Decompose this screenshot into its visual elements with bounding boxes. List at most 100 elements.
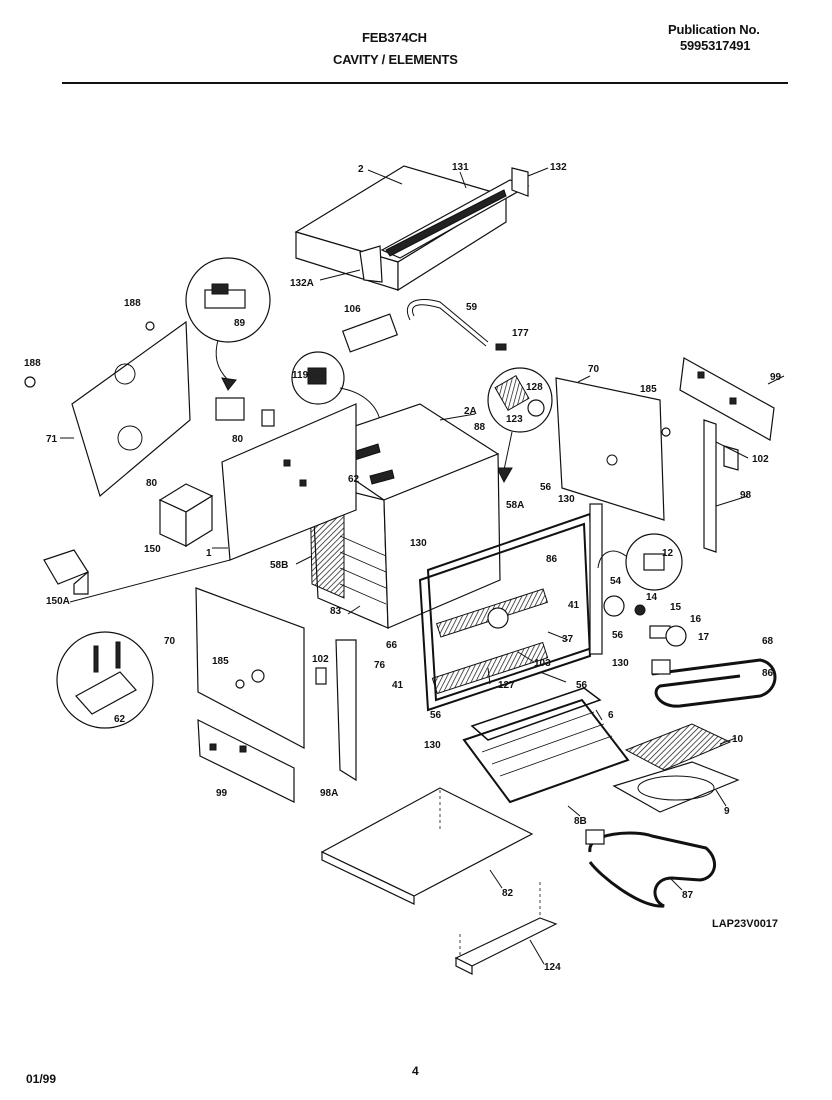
oven-bottom-panel (320, 787, 534, 905)
callout-119: 119 (292, 370, 309, 381)
footer-date: 01/99 (26, 1072, 57, 1086)
bake-element (585, 829, 716, 908)
callout-41-left: 41 (392, 680, 404, 691)
callout-56-upper: 56 (540, 482, 552, 493)
callout-98: 98 (740, 490, 752, 501)
rear-panel-part (24, 320, 191, 498)
callout-labels: 2 131 132 132A 188 188 89 106 59 177 119… (24, 162, 782, 973)
callout-17: 17 (698, 632, 710, 643)
callout-98A: 98A (320, 788, 338, 799)
callout-56-lower: 56 (430, 710, 442, 721)
callout-106: 106 (344, 304, 361, 315)
top-cover-part (294, 165, 530, 292)
callout-62-detail: 62 (114, 714, 126, 725)
knob-parts (603, 595, 687, 647)
callout-99-upper: 99 (770, 372, 782, 383)
left-lower-panel (195, 587, 357, 782)
callout-82: 82 (502, 888, 514, 899)
callout-62-center: 62 (348, 474, 360, 485)
callout-80-upper: 80 (232, 434, 244, 445)
broil-element (651, 658, 777, 708)
callout-99-lower: 99 (216, 788, 228, 799)
header-rule (62, 82, 788, 84)
callout-56-right: 56 (612, 630, 624, 641)
callout-2A: 2A (464, 406, 477, 417)
callout-132: 132 (550, 162, 567, 173)
detail-circle-89 (185, 257, 271, 421)
storage-drawer-124 (454, 882, 558, 975)
callout-8B: 8B (574, 816, 587, 827)
callout-124: 124 (544, 962, 561, 973)
callout-2: 2 (358, 164, 364, 175)
bracket-150A (43, 549, 89, 595)
callout-128: 128 (526, 382, 543, 393)
callout-59: 59 (466, 302, 478, 313)
callout-188-upper: 188 (124, 298, 141, 309)
callout-1: 1 (206, 548, 212, 559)
callout-130-right: 130 (612, 658, 629, 669)
callout-6: 6 (608, 710, 614, 721)
callout-185-left: 185 (212, 656, 229, 667)
callout-76: 76 (374, 660, 386, 671)
detail-circle-128 (487, 367, 553, 484)
oven-rack (462, 687, 630, 804)
oven-door-gasket (418, 503, 603, 712)
callout-86-center: 86 (546, 554, 558, 565)
model-number: FEB374CH (362, 30, 427, 45)
callout-132A: 132A (290, 278, 314, 289)
callout-41-right: 41 (568, 600, 580, 611)
callout-89: 89 (234, 318, 246, 329)
callout-130-upper-right: 130 (558, 494, 575, 505)
thermostat-assembly (341, 298, 507, 353)
callout-54: 54 (610, 576, 622, 587)
callout-188-left: 188 (24, 358, 41, 369)
callout-58A: 58A (506, 500, 524, 511)
callout-150A: 150A (46, 596, 70, 607)
detail-circle-12 (597, 533, 683, 591)
section-title: CAVITY / ELEMENTS (333, 52, 458, 67)
callout-88: 88 (474, 422, 486, 433)
upper-bracket-99 (679, 357, 775, 441)
right-side-panel (555, 377, 671, 521)
callout-87: 87 (682, 890, 694, 901)
leader-lines (60, 167, 785, 965)
publication-label: Publication No. (668, 22, 760, 37)
page-number: 4 (412, 1064, 419, 1078)
callout-185-right: 185 (640, 384, 657, 395)
callout-56-center: 56 (576, 680, 588, 691)
left-side-panel (221, 403, 357, 561)
callout-102-lower: 102 (312, 654, 329, 665)
callout-131: 131 (452, 162, 469, 173)
lower-bracket-99 (197, 719, 295, 803)
callout-83: 83 (330, 606, 342, 617)
callout-70-right: 70 (588, 364, 600, 375)
callout-58B: 58B (270, 560, 288, 571)
callout-80-lower: 80 (146, 478, 158, 489)
callout-70-left: 70 (164, 636, 176, 647)
callout-130-lower: 130 (424, 740, 441, 751)
callout-12: 12 (662, 548, 674, 559)
callout-102-upper: 102 (752, 454, 769, 465)
callout-130-upper-left: 130 (410, 538, 427, 549)
callout-9: 9 (724, 806, 730, 817)
callout-14: 14 (646, 592, 658, 603)
callout-66: 66 (386, 640, 398, 651)
side-trim-strips (703, 419, 739, 553)
callout-103: 103 (534, 658, 551, 669)
callout-71: 71 (46, 434, 58, 445)
diagram-code: LAP23V0017 (712, 918, 779, 930)
broiler-pan (612, 723, 740, 813)
callout-86-right: 86 (762, 668, 774, 679)
detail-circle-119 (291, 351, 381, 421)
callout-68: 68 (762, 636, 774, 647)
callout-123: 123 (506, 414, 523, 425)
detail-circle-62 (56, 631, 154, 729)
callout-177: 177 (512, 328, 529, 339)
callout-150: 150 (144, 544, 161, 555)
callout-15: 15 (670, 602, 682, 613)
publication-number: 5995317491 (680, 38, 751, 53)
callout-37: 37 (562, 634, 574, 645)
transformer-150 (158, 483, 214, 548)
callout-127: 127 (498, 680, 515, 691)
